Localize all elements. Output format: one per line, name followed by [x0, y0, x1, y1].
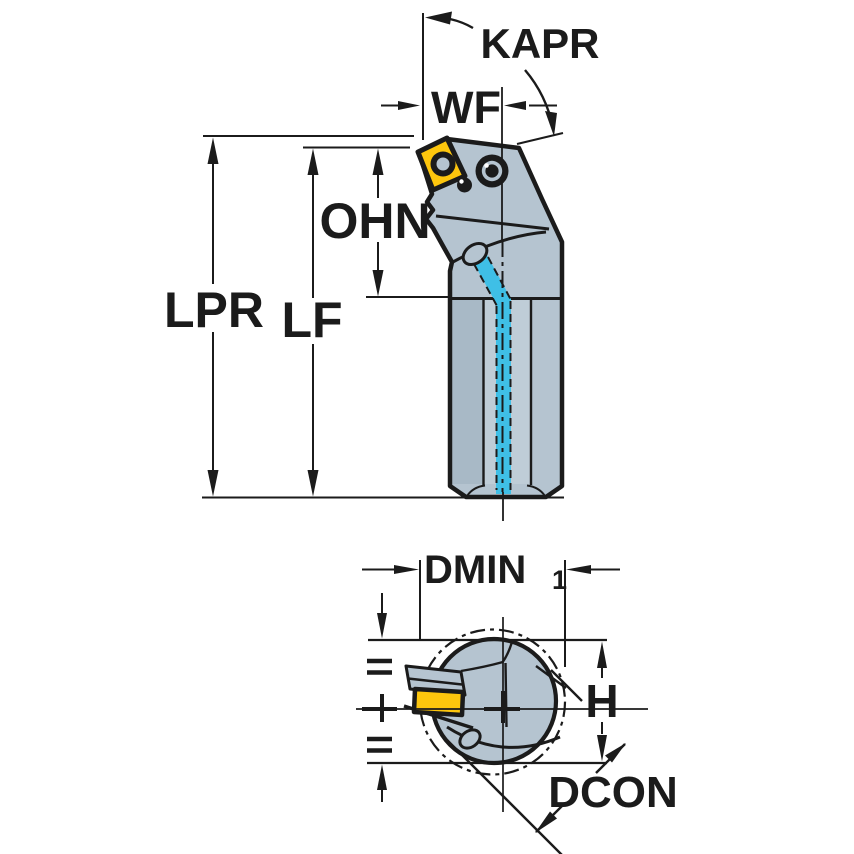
- linework: [202, 13, 648, 854]
- screw-hole-end: [458, 728, 482, 750]
- cutting-insert-end: [411, 686, 466, 718]
- label-ohn: OHN: [319, 193, 430, 249]
- arrowhead-dcon-lower: [535, 811, 557, 833]
- label-dcon: DCON: [548, 768, 678, 817]
- pocket-shim-line: [407, 677, 463, 686]
- coolant-entry-hole: [461, 242, 489, 266]
- kapr-edge-extension: [516, 132, 564, 145]
- arrowhead-dmin-right: [566, 565, 591, 574]
- arrowhead-center-top: [377, 613, 387, 639]
- neck-curve: [450, 230, 547, 265]
- coolant-hidden-edge-1: [473, 263, 498, 307]
- insert-corner-clamp: [457, 177, 472, 193]
- arrowhead-lpr-bottom: [207, 470, 219, 497]
- arrowhead-ohn-top: [372, 148, 384, 175]
- head-joint-line: [435, 214, 550, 231]
- arrowheads: [207, 11, 626, 833]
- arrowhead-kapr-left: [425, 11, 452, 25]
- arrowhead-center-bottom: [377, 764, 387, 790]
- label-lf: LF: [281, 292, 342, 348]
- dcon-tangent-tick: [550, 669, 583, 702]
- clamp-screw-center: [485, 164, 499, 178]
- shank-shade-dark: [452, 300, 484, 484]
- arrowhead-ohn-bottom: [372, 270, 384, 297]
- label-h: H: [585, 675, 618, 727]
- equal-sign-lower: [367, 736, 392, 753]
- arrowhead-dcon-upper: [605, 743, 626, 763]
- neck-edge-right: [535, 665, 567, 689]
- arrowhead-h-bottom: [597, 735, 607, 762]
- dmin-circle-dashdot: [418, 628, 567, 776]
- arrowhead-lpr-top: [207, 137, 219, 164]
- arrowhead-kapr-arc: [545, 111, 557, 137]
- arrowhead-h-top: [597, 641, 607, 668]
- pocket-top-curve: [460, 660, 504, 673]
- label-lpr: LPR: [164, 282, 264, 338]
- arrowhead-wf-left: [398, 101, 420, 110]
- arrowhead-wf-right: [504, 101, 526, 110]
- kapr-arc-stub: [449, 17, 474, 30]
- insert-hole-center: [436, 157, 450, 171]
- label-dmin: DMIN: [424, 548, 526, 592]
- label-kapr: KAPR: [480, 20, 599, 67]
- label-wf: WF: [431, 82, 501, 133]
- chamfer-arc-left: [466, 484, 486, 497]
- chamfer-arc-right: [526, 484, 546, 497]
- arrowhead-lf-top: [307, 148, 319, 175]
- pocket-inner-vertical: [504, 662, 508, 728]
- label-dmin-subscript: 1: [552, 565, 567, 595]
- side-view: [415, 87, 565, 521]
- equal-sign-upper: [367, 658, 392, 675]
- arrowhead-lf-bottom: [307, 470, 319, 497]
- dcon-tangent-long: [440, 733, 563, 854]
- insert-corner-highlight: [459, 179, 464, 184]
- clamp-screw-glint: [484, 163, 489, 168]
- coolant-hidden-edge-2: [487, 256, 512, 301]
- dimension-labels: KAPR WF OHN LPR LF DMIN 1 H DCON: [164, 20, 678, 817]
- arrowhead-dmin-left: [394, 565, 419, 574]
